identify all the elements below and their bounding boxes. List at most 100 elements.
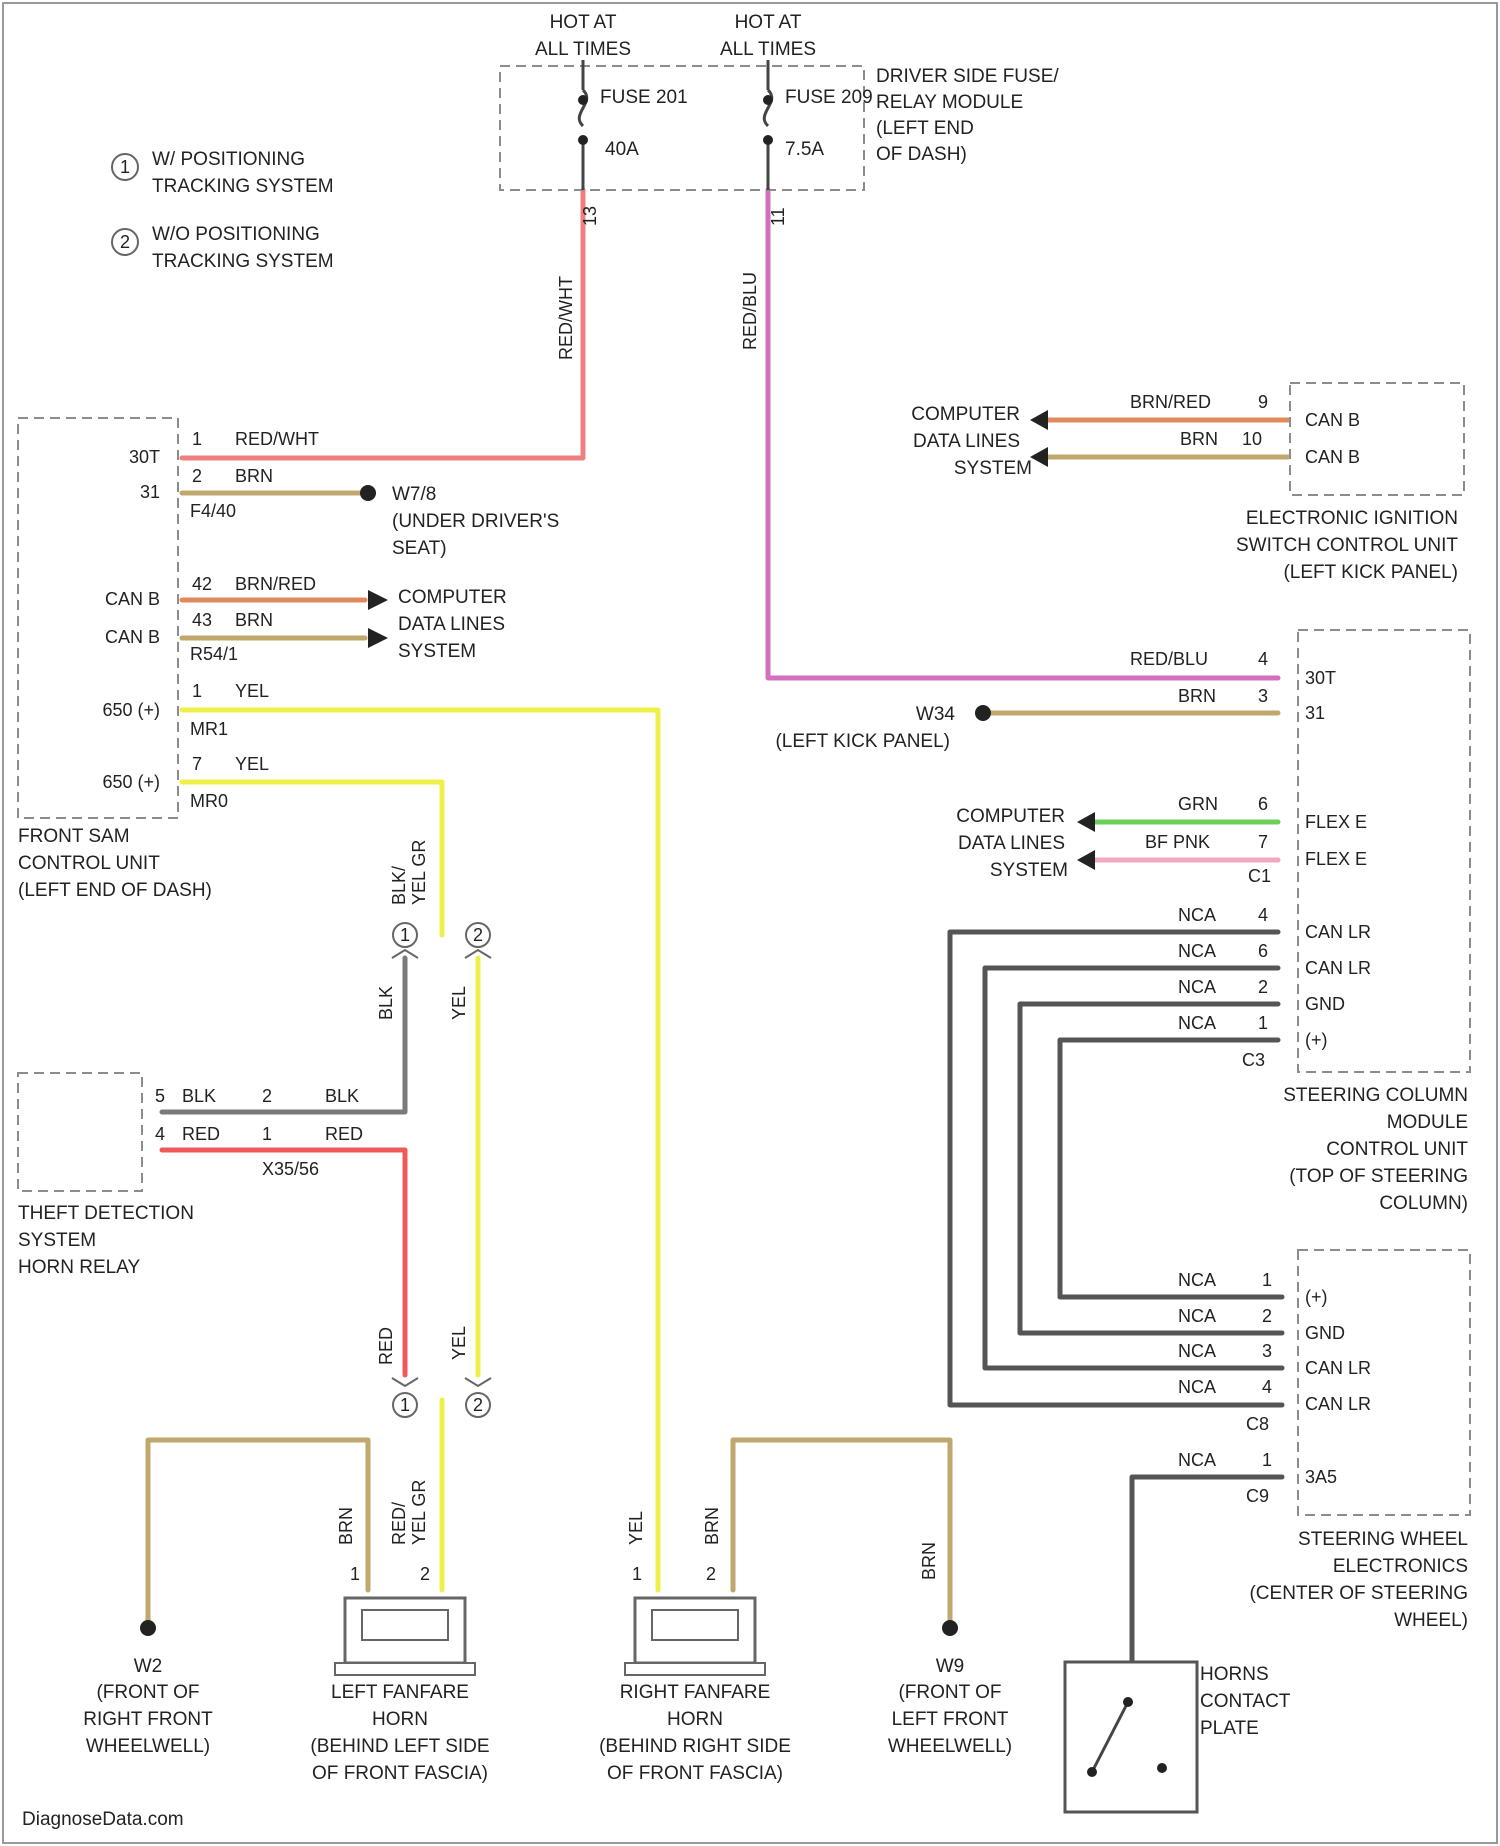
eis-w2-pin: 10 xyxy=(1242,429,1262,449)
swe-n3-label: CAN LR xyxy=(1305,1358,1371,1378)
wire-red-relay xyxy=(162,1150,405,1375)
right-horn-caption-1: RIGHT FANFARE xyxy=(620,1682,771,1703)
scm-caption-5: COLUMN) xyxy=(1379,1193,1468,1214)
legend-text-2b: TRACKING SYSTEM xyxy=(152,251,334,272)
hot-label-right-1: HOT AT xyxy=(735,12,802,33)
right-horn-brn: BRN xyxy=(702,1507,722,1545)
eis-w1-label: CAN B xyxy=(1305,410,1360,430)
relay-color-1: RED xyxy=(325,1124,363,1144)
legend-text-2a: W/O POSITIONING xyxy=(152,224,320,245)
swe-n2-color: NCA xyxy=(1178,1306,1216,1326)
ground-w9-label: W9 xyxy=(936,1656,965,1677)
sam-pin-30t: 30T xyxy=(129,447,160,467)
relay-color-4: RED xyxy=(182,1124,220,1144)
scm-fe2-label: FLEX E xyxy=(1305,849,1367,869)
scm-cdl-3: SYSTEM xyxy=(990,860,1068,881)
relay-color-5: BLK xyxy=(182,1086,216,1106)
swe-caption-4: WHEEL) xyxy=(1394,1610,1468,1631)
sam-y1-sub: MR1 xyxy=(190,719,228,739)
wire-brn-right-horn-ground xyxy=(733,1440,950,1625)
sam-cdl-3: SYSTEM xyxy=(398,641,476,662)
eis-w2-label: CAN B xyxy=(1305,447,1360,467)
hot-label-left-2: ALL TIMES xyxy=(535,39,631,60)
right-horn-caption-4: OF FRONT FASCIA) xyxy=(607,1763,783,1784)
wire-nca-2 xyxy=(985,968,1282,1368)
swe-n4-label: CAN LR xyxy=(1305,1394,1371,1414)
right-horn-caption-3: (BEHIND RIGHT SIDE xyxy=(599,1736,791,1757)
sam-can-b-2: CAN B xyxy=(105,627,160,647)
fuse-module-caption-2: RELAY MODULE xyxy=(876,92,1023,113)
horn-plate-text-1: HORNS xyxy=(1200,1664,1269,1685)
scm-w30-pin: 4 xyxy=(1258,649,1268,669)
sam-wire42-pin: 42 xyxy=(192,574,212,594)
scm-fe1-pin: 6 xyxy=(1258,794,1268,814)
scm-w30-color: RED/BLU xyxy=(1130,649,1208,669)
right-horn-yel: YEL xyxy=(626,1511,646,1545)
legend-text-1a: W/ POSITIONING xyxy=(152,149,305,170)
splice-top-vtext-1: BLK/ xyxy=(389,866,409,905)
scm-n3-pin: 2 xyxy=(1258,977,1268,997)
eis-w1-color: BRN/RED xyxy=(1130,392,1211,412)
swe-n3-pin: 3 xyxy=(1262,1341,1272,1361)
scm-n2-label: CAN LR xyxy=(1305,958,1371,978)
ground-w9-brn: BRN xyxy=(919,1542,939,1580)
swe-conn-c8: C8 xyxy=(1246,1414,1269,1434)
splice-bottom-red: RED xyxy=(376,1327,396,1365)
steering-column-module: RED/BLU 4 30T BRN 3 31 W34 (LEFT KICK PA… xyxy=(775,630,1470,1214)
eis-cdl-2: DATA LINES xyxy=(913,431,1020,452)
scm-caption-2: MODULE xyxy=(1387,1112,1468,1133)
legend-num-2: 2 xyxy=(120,232,130,252)
splice-top: BLK/ YEL GR 1 2 BLK YEL xyxy=(376,840,491,1020)
splice-top-vtext-2: YEL GR xyxy=(409,840,429,905)
scm-ground-desc: (LEFT KICK PANEL) xyxy=(775,731,950,752)
eis-caption-1: ELECTRONIC IGNITION xyxy=(1246,508,1458,529)
scm-n4-color: NCA xyxy=(1178,1013,1216,1033)
fuse-module-caption-3: (LEFT END xyxy=(876,118,974,139)
scm-n3-color: NCA xyxy=(1178,977,1216,997)
eis-cdl-3: SYSTEM xyxy=(954,458,1032,479)
relay-pin-4: 4 xyxy=(155,1124,165,1144)
scm-w31-pin: 3 xyxy=(1258,686,1268,706)
fuse-201-amp: 40A xyxy=(605,139,639,160)
relay-pin-2: 2 xyxy=(262,1086,272,1106)
splice-bottom-num-2: 2 xyxy=(473,1395,483,1415)
hot-label-left-1: HOT AT xyxy=(550,12,617,33)
right-horn-caption-2: HORN xyxy=(667,1709,723,1730)
scm-n4-pin: 1 xyxy=(1258,1013,1268,1033)
left-horn-redyel-2: YEL GR xyxy=(409,1480,429,1545)
steering-wheel-electronics: NCA 1 (+) NCA 2 GND NCA 3 CAN LR NCA 4 C… xyxy=(1178,1250,1470,1631)
sam-cdl-2: DATA LINES xyxy=(398,614,505,635)
scm-w30-label: 30T xyxy=(1305,668,1336,688)
ground-w2-label: W2 xyxy=(134,1656,163,1677)
wire-nca-4 xyxy=(1060,1040,1282,1297)
legend-num-1: 1 xyxy=(120,157,130,177)
sam-can-b-1: CAN B xyxy=(105,589,160,609)
sam-y2-color: YEL xyxy=(235,754,269,774)
splice-bottom: RED YEL 1 2 xyxy=(376,1326,491,1417)
scm-n2-pin: 6 xyxy=(1258,941,1268,961)
horn-contact-plate: HORNS CONTACT PLATE xyxy=(1065,1662,1291,1812)
scm-fe2-pin: 7 xyxy=(1258,832,1268,852)
scm-caption-4: (TOP OF STEERING xyxy=(1289,1166,1468,1187)
sam-pin-f4: F4/40 xyxy=(190,501,236,521)
sam-wire2-pin: 2 xyxy=(192,466,202,486)
scm-caption-3: CONTROL UNIT xyxy=(1326,1139,1468,1160)
swe-n3-color: NCA xyxy=(1178,1341,1216,1361)
eis-caption-3: (LEFT KICK PANEL) xyxy=(1283,562,1458,583)
splice-top-num-1: 1 xyxy=(400,925,410,945)
legend: 1 W/ POSITIONING TRACKING SYSTEM 2 W/O P… xyxy=(112,149,334,272)
wire-brn-left-horn-ground xyxy=(148,1440,368,1625)
sam-caption-3: (LEFT END OF DASH) xyxy=(18,880,212,901)
right-horn-pin-2: 2 xyxy=(706,1564,716,1584)
swe-caption-3: (CENTER OF STEERING xyxy=(1249,1583,1468,1604)
theft-detection-horn-relay: 5 BLK 2 BLK 4 RED 1 RED X35/56 THEFT DET… xyxy=(18,1073,363,1278)
swe-caption-1: STEERING WHEEL xyxy=(1298,1529,1468,1550)
swe-n4-pin: 4 xyxy=(1262,1377,1272,1397)
scm-n1-color: NCA xyxy=(1178,905,1216,925)
electronic-ignition-switch: COMPUTER DATA LINES SYSTEM BRN/RED 9 BRN… xyxy=(911,383,1464,583)
scm-conn-c3: C3 xyxy=(1242,1050,1265,1070)
right-horn-pin-1: 1 xyxy=(632,1564,642,1584)
sam-wire43-color: BRN xyxy=(235,610,273,630)
left-horn-pin-1: 1 xyxy=(350,1564,360,1584)
